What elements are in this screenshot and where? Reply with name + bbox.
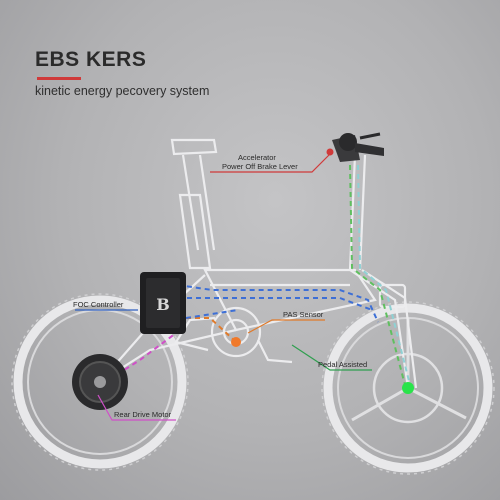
bike-frame	[99, 138, 418, 389]
pas-sensor-dot	[231, 337, 241, 347]
wiring	[104, 164, 411, 386]
label-brake-lever: Power Off Brake Lever	[222, 162, 298, 171]
page-title: EBS KERS	[35, 48, 147, 71]
label-pedal-assisted: Pedal Assisted	[318, 360, 367, 369]
label-foc-controller: FOC Controller	[73, 300, 124, 309]
title-underline	[37, 77, 81, 80]
label-accelerator: Accelerator	[238, 153, 276, 162]
handlebar	[326, 132, 384, 162]
label-rear-drive-motor: Rear Drive Motor	[114, 410, 172, 419]
page-subtitle: kinetic energy pecovery system	[35, 84, 210, 98]
foc-controller-box: B	[140, 272, 186, 334]
label-pas-sensor: PAS Sensor	[283, 310, 324, 319]
controller-logo: B	[156, 295, 170, 314]
rear-wheel	[11, 293, 189, 471]
callout-lines	[75, 151, 372, 421]
rear-drive-motor	[72, 354, 128, 410]
pedal-assist-sensor-dot	[402, 382, 414, 394]
